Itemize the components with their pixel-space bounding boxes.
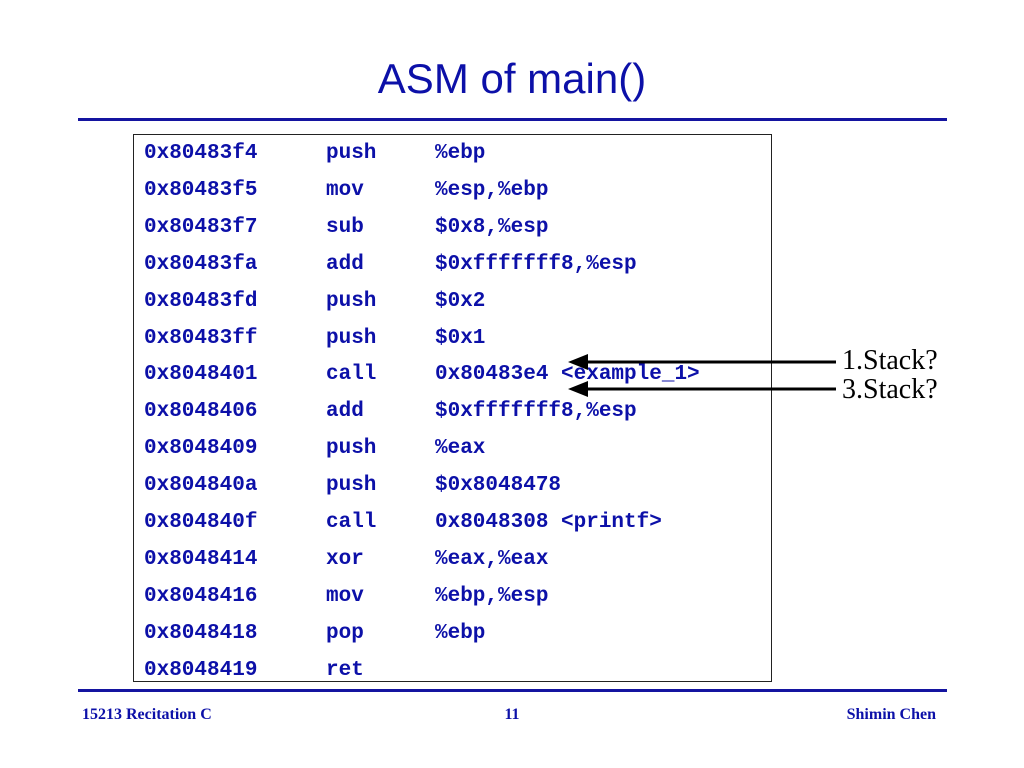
- instruction-address: 0x8048406: [144, 400, 258, 424]
- instruction-operands: %ebp,%esp: [435, 584, 549, 608]
- instruction-address: 0x80483fd: [144, 289, 258, 313]
- instruction-operands: $0x1: [435, 326, 486, 350]
- instruction-operands: $0xfffffff8,%esp: [435, 400, 637, 424]
- slide-title: ASM of main(): [377, 55, 647, 102]
- instruction-operands: %esp,%ebp: [435, 178, 549, 202]
- instruction-address: 0x804840f: [144, 511, 258, 534]
- instruction-operands: %ebp: [435, 142, 486, 165]
- instruction-address: 0x8048409: [144, 437, 258, 461]
- instruction-operands: $0xfffffff8,%esp: [435, 252, 637, 276]
- instruction-opcode: mov: [326, 584, 364, 608]
- instruction-operands: %eax,%eax: [435, 547, 549, 571]
- instruction-address: 0x80483f7: [144, 215, 258, 239]
- assembly-listing: 0x80483f4 push %ebp 0x80483f5 mov %esp,%ebp 0x…: [133, 134, 772, 682]
- footer-course: 15213 Recitation C: [82, 706, 212, 723]
- instruction-operands: %eax: [435, 437, 486, 461]
- instruction-address: 0x80483fa: [144, 252, 258, 276]
- instruction-opcode: mov: [326, 178, 364, 202]
- instruction-operands: %ebp: [435, 621, 486, 645]
- instruction-opcode: pop: [326, 621, 364, 645]
- instruction-opcode: push: [326, 437, 377, 461]
- stack-1-arrowhead: [568, 354, 588, 370]
- instruction-opcode: sub: [326, 215, 364, 239]
- instruction-opcode: add: [326, 400, 364, 424]
- instruction-opcode: call: [326, 363, 377, 387]
- stack-question-1: 1.Stack?: [842, 345, 938, 376]
- instruction-address: 0x80483ff: [144, 326, 258, 350]
- instruction-operands: 0x8048308 <printf>: [435, 511, 662, 534]
- instruction-address: 0x8048401: [144, 363, 258, 387]
- instruction-operands: $0x8048478: [435, 474, 562, 498]
- instruction-operands: $0x8,%esp: [435, 215, 549, 239]
- instruction-operands: 0x80483e4 <example_1>: [435, 363, 700, 387]
- footer-divider: [78, 689, 947, 692]
- instruction-address: 0x8048414: [144, 547, 258, 571]
- instruction-opcode: push: [326, 474, 377, 498]
- instruction-opcode: xor: [326, 547, 364, 571]
- instruction-address: 0x80483f4: [144, 142, 258, 165]
- instruction-address: 0x8048418: [144, 621, 258, 645]
- instruction-opcode: push: [326, 142, 377, 165]
- instruction-opcode: add: [326, 252, 364, 276]
- stack-3-arrowhead: [568, 381, 588, 397]
- instruction-opcode: push: [326, 326, 377, 350]
- instruction-address: 0x804840a: [144, 474, 258, 498]
- instruction-address: 0x8048416: [144, 584, 258, 608]
- instruction-address: 0x80483f5: [144, 178, 258, 202]
- instruction-opcode: call: [326, 511, 377, 534]
- instruction-operands: $0x2: [435, 289, 486, 313]
- title-divider: [78, 118, 947, 121]
- instruction-opcode: push: [326, 289, 377, 313]
- instruction-address: 0x8048419: [144, 658, 258, 682]
- footer-page-number: 11: [504, 706, 520, 723]
- footer-author: Shimin Chen: [846, 706, 936, 723]
- stack-question-3: 3.Stack?: [842, 374, 938, 405]
- instruction-opcode: ret: [326, 658, 364, 682]
